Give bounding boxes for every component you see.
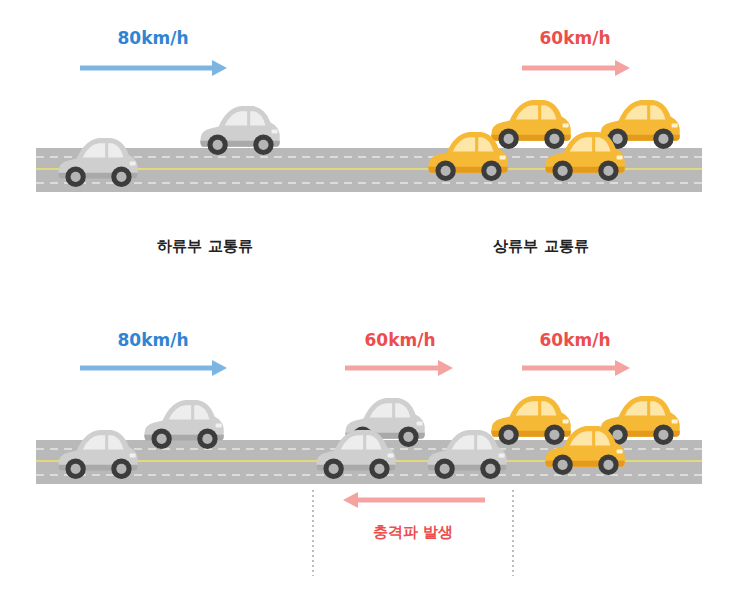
speed-label: 60km/h <box>540 28 611 48</box>
speed-label: 80km/h <box>118 330 189 350</box>
speed-label: 80km/h <box>118 28 189 48</box>
flow-label: 하류부 교통류 <box>157 237 252 255</box>
speed-label: 60km/h <box>365 330 436 350</box>
speed-arrow <box>80 60 630 76</box>
flow-label: 상류부 교통류 <box>493 237 588 255</box>
cars <box>58 100 679 187</box>
shockwave-label: 충격파 발생 <box>373 523 453 541</box>
speed-label: 60km/h <box>540 330 611 350</box>
speed-arrow <box>80 360 630 376</box>
shockwave-marker <box>313 490 513 576</box>
cars <box>58 396 679 479</box>
